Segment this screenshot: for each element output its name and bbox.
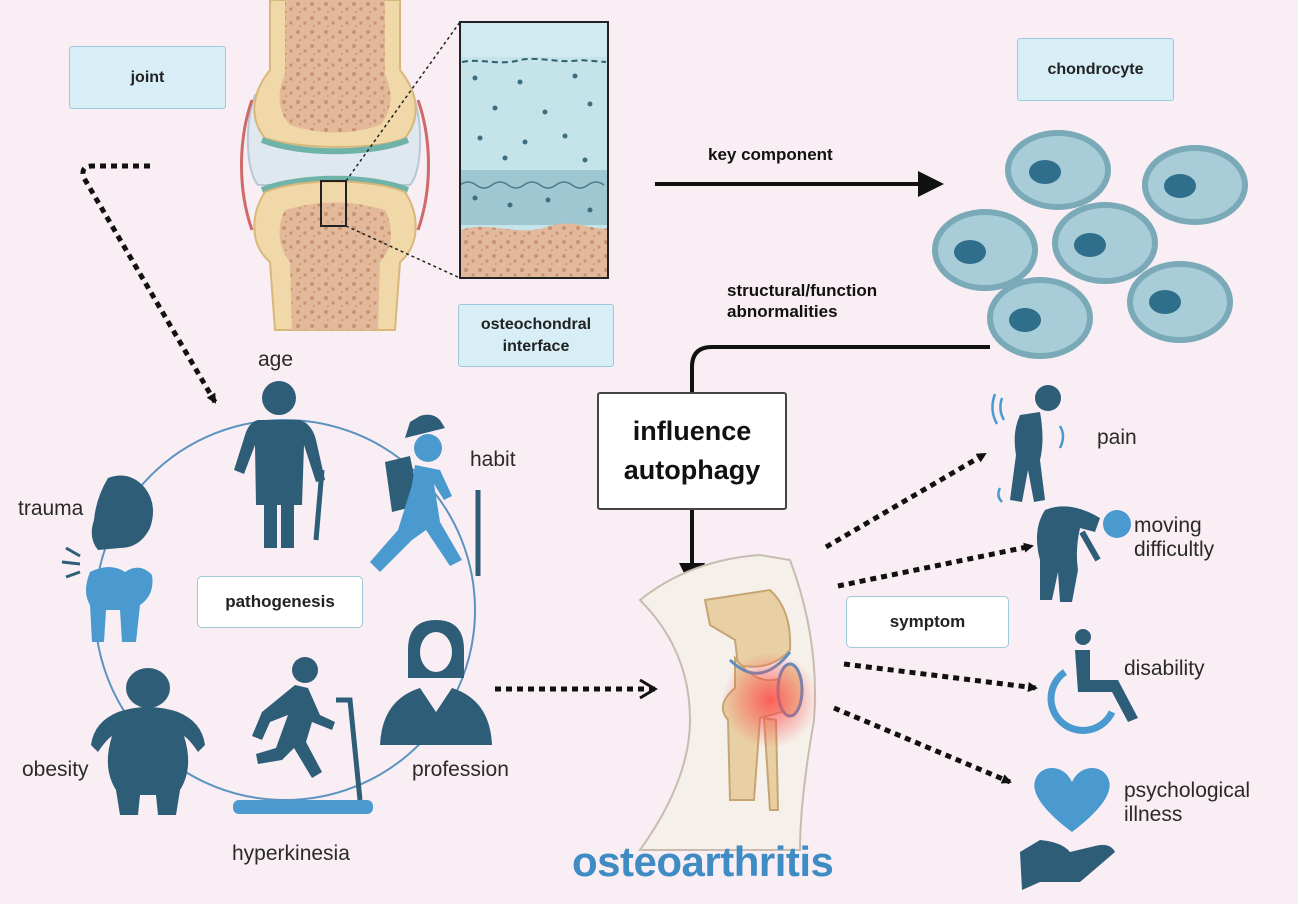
chondrocyte-cell <box>1052 202 1158 284</box>
influence-label: influence <box>632 415 752 446</box>
osteochondral-label-line2: interface <box>502 337 570 355</box>
abnormalities-label-line2: abnormalities <box>727 302 838 322</box>
abnormalities-label-line1: structural/function <box>727 281 878 300</box>
professional-woman-icon <box>380 620 492 745</box>
joint-label: joint <box>130 68 165 86</box>
osteochondral-inset <box>459 21 609 279</box>
age-icon <box>234 381 325 548</box>
symptom-arrow-psych <box>833 705 1012 785</box>
symptom-label: symptom <box>889 612 966 631</box>
abnormalities-connector <box>690 345 990 394</box>
chondrocyte-label: chondrocyte <box>1047 60 1144 78</box>
symptom-arrow-pain <box>824 451 987 550</box>
joint-box: joint <box>69 46 226 109</box>
symptom-arrow-disability <box>843 661 1038 692</box>
symptom-pain-label: pain <box>1097 426 1137 449</box>
osteochondral-interface-box: osteochondral interface <box>458 304 614 367</box>
joint-to-pathogenesis-arrow <box>80 163 218 404</box>
pain-icon <box>991 385 1065 503</box>
chondrocyte-box: chondrocyte <box>1017 38 1174 101</box>
influence-autophagy-box: influence autophagy <box>597 392 787 510</box>
symptom-arrow-moving <box>837 542 1034 589</box>
autophagy-label: autophagy <box>623 455 761 485</box>
symptom-psych-label: psychological illness <box>1124 779 1250 827</box>
moving-difficulty-icon <box>1036 506 1131 602</box>
factor-trauma-label: trauma <box>18 497 84 520</box>
chondrocyte-cell <box>1142 145 1248 225</box>
factor-profession-label: profession <box>412 758 509 781</box>
symptom-psych-line2: illness <box>1124 803 1183 827</box>
factor-obesity-label: obesity <box>22 758 89 781</box>
symptom-moving-label: moving difficultly <box>1134 514 1214 562</box>
heart-in-hand-icon <box>1020 767 1115 890</box>
pathogenesis-label: pathogenesis <box>225 592 335 611</box>
treadmill-runner-icon <box>233 657 373 814</box>
symptom-disability-label: disability <box>1124 657 1205 680</box>
key-component-label: key component <box>708 145 833 164</box>
hiker-icon <box>370 414 481 576</box>
symptom-moving-line2: difficultly <box>1134 538 1215 562</box>
pathogenesis-box: pathogenesis <box>197 576 363 628</box>
abnormalities-label: structural/function abnormalities <box>727 280 877 323</box>
factor-age-label: age <box>258 348 294 371</box>
osteoarthritis-title: osteoarthritis <box>572 838 834 885</box>
wheelchair-icon <box>1047 629 1138 734</box>
factor-hyperkinesia-label: hyperkinesia <box>232 842 350 865</box>
osteochondral-label-line1: osteochondral <box>480 315 592 333</box>
chondrocyte-cell <box>1005 130 1111 210</box>
chondrocyte-cell <box>987 277 1093 359</box>
symptom-box: symptom <box>846 596 1009 648</box>
obesity-icon <box>91 668 205 815</box>
symptom-moving-line1: moving <box>1134 514 1202 537</box>
joint-illustration <box>240 0 461 331</box>
factor-habit-label: habit <box>470 448 516 471</box>
knee-illustration <box>638 553 818 851</box>
chondrocyte-cell <box>1127 261 1233 343</box>
chondrocyte-cells <box>932 130 1248 359</box>
symptom-psych-line1: psychological <box>1124 779 1251 802</box>
chondrocyte-cell <box>932 209 1038 291</box>
bone-fracture-icon <box>61 475 154 642</box>
